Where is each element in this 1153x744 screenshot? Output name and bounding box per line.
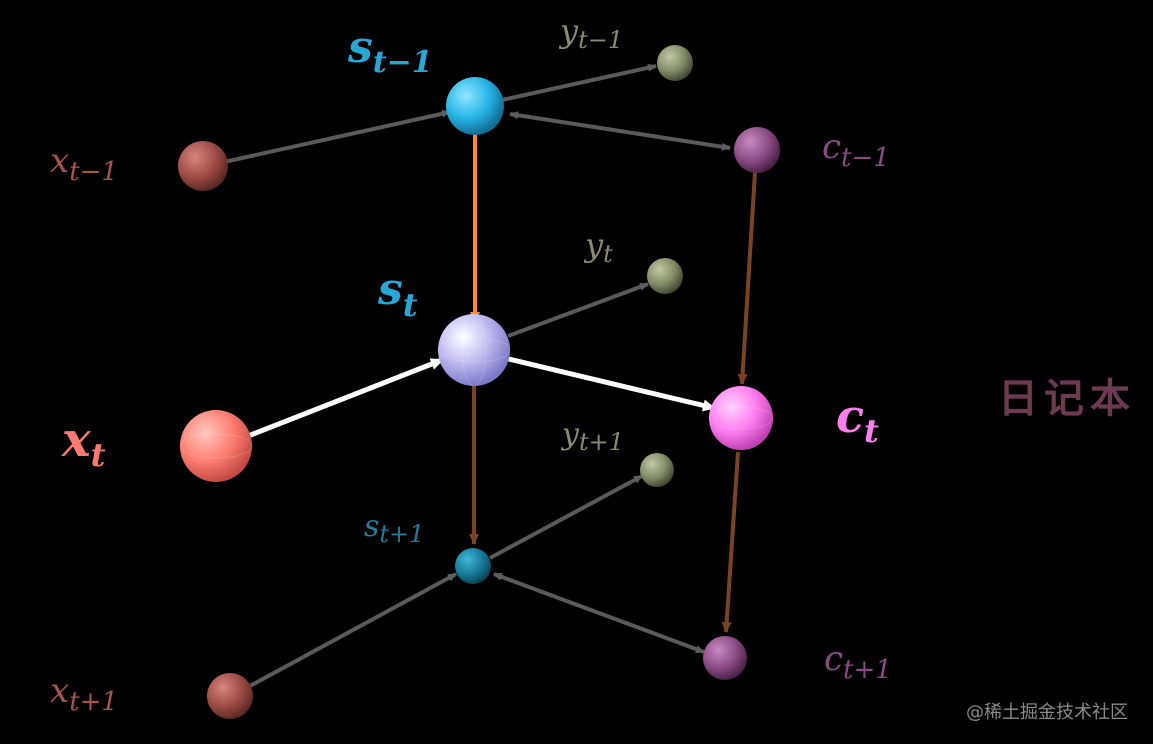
node-y-prev [657,45,693,81]
edge-x-cur-to-s-cur [247,357,444,439]
edge-s-next-to-y-next [489,474,643,560]
node-c-next [703,636,747,680]
edge-s-cur-c-cur [494,352,716,412]
notebook-label: 日记本 [998,376,1136,422]
label-s-cur: st [377,264,418,324]
label-s-next: st+1 [364,509,424,548]
edge-x-next-to-s-next [249,572,457,688]
node-s-next [455,548,491,584]
node-y-cur [647,258,683,294]
edge-s-cur-to-y-cur [507,282,649,338]
edge-x-prev-to-s-prev [223,109,451,164]
node-s-cur [438,314,510,386]
label-x-cur: xt [61,412,106,474]
label-s-prev: st−1 [347,22,433,80]
node-c-cur [709,386,773,450]
label-y-cur: yt [583,226,613,268]
node-x-prev [178,141,228,191]
edge-s-prev-c-prev [509,111,731,151]
edge-c-prev-to-c-cur [737,171,757,385]
node-s-prev [446,77,504,135]
label-y-next: yt+1 [560,417,624,456]
node-c-prev [734,127,780,173]
edge-s-prev-to-y-prev [501,63,657,102]
node-x-next [207,673,253,719]
edge-s-next-c-next [493,572,705,654]
label-c-cur: ct [836,389,879,450]
label-c-next: ct+1 [824,639,892,685]
node-x-cur [180,410,252,482]
label-x-prev: xt−1 [50,141,118,187]
edge-c-cur-to-c-next [721,451,740,633]
label-y-prev: yt−1 [558,12,623,54]
node-y-next [640,453,674,487]
label-x-next: xt+1 [50,671,118,717]
label-c-prev: ct−1 [822,127,890,173]
watermark-text: @稀土掘金技术社区 [966,702,1128,723]
